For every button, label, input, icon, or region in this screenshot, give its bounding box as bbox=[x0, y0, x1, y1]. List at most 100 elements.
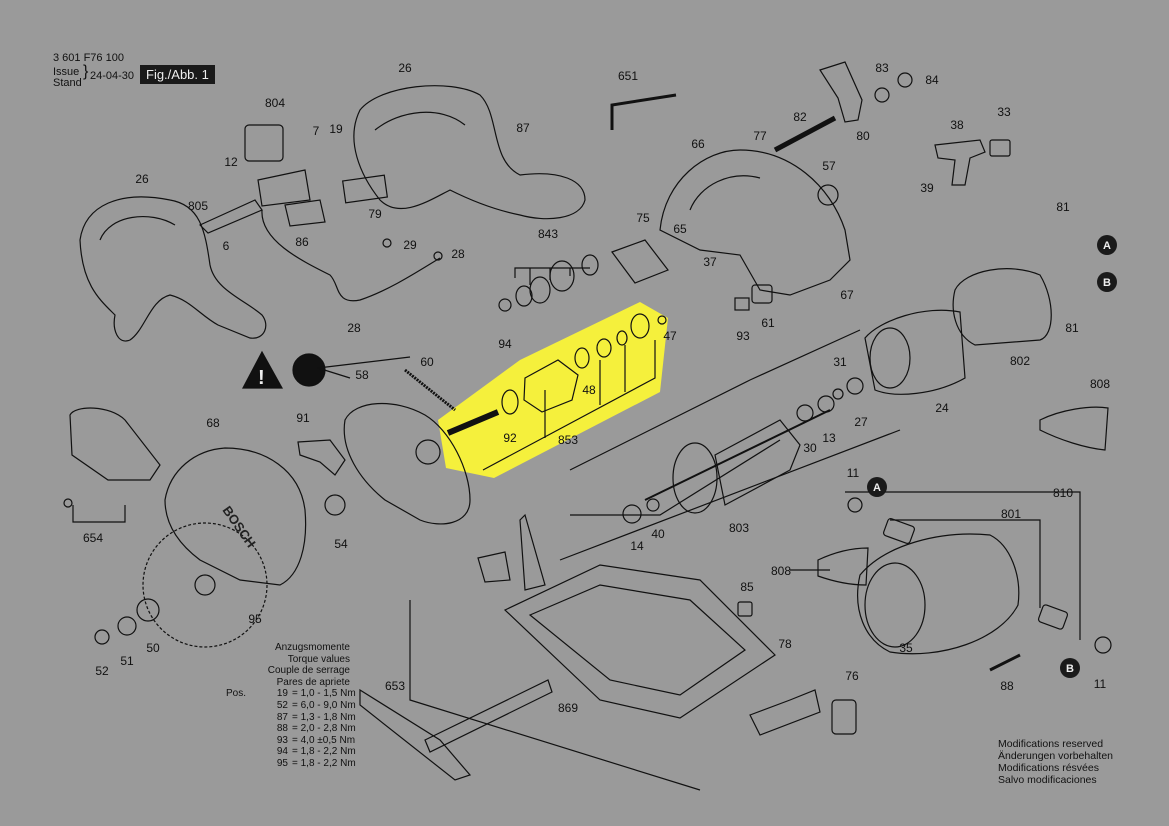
torque-pos: 52 bbox=[276, 699, 288, 711]
washer-51 bbox=[117, 616, 137, 636]
part-label: 88 bbox=[1000, 679, 1014, 693]
brush-810-b bbox=[1037, 604, 1069, 630]
part-label: 75 bbox=[636, 211, 650, 225]
saw-blade-hub bbox=[194, 574, 216, 596]
brush-810-a bbox=[883, 517, 915, 545]
part-label: 82 bbox=[793, 110, 807, 124]
part-label: 33 bbox=[997, 105, 1011, 119]
spring-60 bbox=[404, 368, 456, 412]
guide-654 bbox=[72, 505, 126, 523]
armature-803 bbox=[714, 419, 801, 506]
connector-marker bbox=[1097, 272, 1117, 292]
connector-label: A bbox=[1103, 240, 1111, 252]
washer-843 bbox=[498, 298, 512, 312]
part-label: 28 bbox=[347, 321, 361, 335]
part-85 bbox=[737, 601, 753, 617]
part-label: 808 bbox=[771, 564, 791, 578]
connector-label: A bbox=[873, 482, 881, 494]
saw-blade bbox=[142, 522, 268, 648]
hex-key-651 bbox=[610, 93, 677, 130]
part-label: 47 bbox=[663, 329, 677, 343]
base-plate-869-inner bbox=[528, 584, 746, 696]
part-label: 11 bbox=[1094, 677, 1107, 691]
bevel-bracket bbox=[519, 513, 546, 591]
upper-guard-66 bbox=[659, 149, 851, 296]
part-label: 810 bbox=[1053, 486, 1073, 500]
torque-value: = 1,3 - 1,8 Nm bbox=[292, 711, 356, 723]
part-84 bbox=[897, 72, 913, 88]
torque-row: 52= 6,0 - 9,0 Nm bbox=[226, 700, 356, 712]
part-label: 654 bbox=[83, 531, 103, 545]
bearing-14 bbox=[622, 504, 642, 524]
lower-guard-hub bbox=[415, 439, 441, 465]
part-label: 12 bbox=[224, 155, 238, 169]
torque-value-text: 6,0 - 9,0 Nm bbox=[300, 699, 356, 711]
modifications-notice: Modifications reserved Änderungen vorbeh… bbox=[998, 738, 1113, 786]
part-label: 51 bbox=[120, 654, 134, 668]
part-label: 11 bbox=[847, 466, 860, 480]
torque-row: 87= 1,3 - 1,8 Nm bbox=[226, 712, 356, 724]
part-label: 92 bbox=[503, 431, 517, 445]
part-label: 48 bbox=[582, 383, 596, 397]
flange-50 bbox=[136, 598, 160, 622]
guide-653 bbox=[359, 688, 472, 781]
part-label: 80 bbox=[856, 129, 870, 143]
bolt-52 bbox=[94, 629, 110, 645]
trigger-805 bbox=[198, 199, 263, 234]
cap-11-a bbox=[847, 497, 863, 513]
arrow-to-60 bbox=[317, 356, 411, 369]
switch-804 bbox=[244, 124, 284, 162]
figure-label: Fig./Abb. 1 bbox=[140, 65, 215, 84]
part-label: 39 bbox=[920, 181, 934, 195]
pin-47 bbox=[657, 315, 667, 325]
shaft-853 bbox=[446, 409, 500, 436]
part-label: 31 bbox=[833, 355, 847, 369]
part-label: 6 bbox=[223, 239, 230, 253]
doc-number: 3 601 F76 100 bbox=[53, 52, 124, 64]
connector-label: B bbox=[1066, 663, 1074, 675]
part-label: 13 bbox=[822, 431, 836, 445]
part-label: 808 bbox=[1090, 377, 1110, 391]
ring-54 bbox=[324, 494, 346, 516]
guide-803 bbox=[570, 439, 781, 516]
part-label: 86 bbox=[295, 235, 309, 249]
connector-marker bbox=[1097, 235, 1117, 255]
torque-title-fr: Couple de serrage bbox=[267, 665, 350, 677]
part-label: 85 bbox=[740, 580, 754, 594]
torque-value: = 4,0 ±0,5 Nm bbox=[292, 734, 356, 746]
guide-841 bbox=[559, 429, 901, 561]
connector-label: B bbox=[1103, 277, 1111, 289]
handle-top-inner bbox=[374, 111, 466, 131]
bearing-13 bbox=[817, 395, 835, 413]
motor-housing-801 bbox=[857, 533, 1020, 655]
connector-marker bbox=[1060, 658, 1080, 678]
screw-88 bbox=[989, 653, 1021, 672]
torque-title-es: Pares de apriete bbox=[276, 676, 350, 688]
modifications-line: Modifications reserved bbox=[998, 738, 1104, 750]
connector-marker bbox=[867, 477, 887, 497]
handle-top bbox=[353, 85, 586, 220]
bearing-48 bbox=[574, 347, 590, 369]
lever-80 bbox=[819, 61, 863, 123]
part-label: 38 bbox=[950, 118, 964, 132]
ring-40 bbox=[646, 498, 660, 512]
modifications-line: Änderungen vorbehalten bbox=[998, 750, 1114, 762]
torque-value-text: 2,0 - 2,8 Nm bbox=[300, 723, 356, 735]
sheet-808-a bbox=[1039, 406, 1109, 451]
bracket-38 bbox=[934, 139, 986, 186]
gear-843-b bbox=[529, 276, 551, 304]
guide-653-ruler bbox=[424, 679, 553, 753]
part-label: 87 bbox=[516, 121, 530, 135]
torque-title-en: Torque values bbox=[287, 653, 350, 665]
part-label: 26 bbox=[398, 61, 412, 75]
part-label: 30 bbox=[803, 441, 817, 455]
torque-pos: 95 bbox=[276, 757, 288, 769]
ring-92 bbox=[501, 389, 519, 415]
part-label: 803 bbox=[729, 521, 749, 535]
part-label: 801 bbox=[1001, 507, 1021, 521]
part-label: 802 bbox=[1010, 354, 1030, 368]
cap-11-b bbox=[1094, 636, 1112, 654]
part-label: 805 bbox=[188, 199, 208, 213]
part-label: 81 bbox=[1065, 321, 1079, 335]
